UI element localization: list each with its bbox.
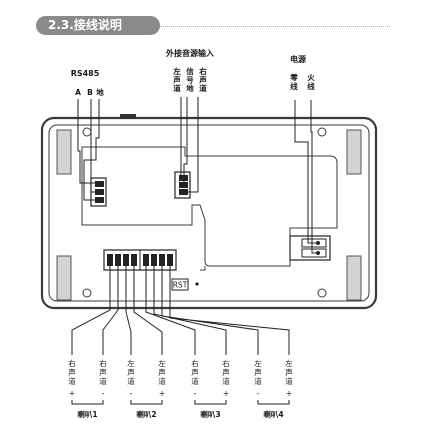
device-body [40, 114, 378, 310]
foot-top-left [56, 129, 72, 175]
speaker-terminal-label: 右声道 [68, 358, 76, 386]
speaker-name: 喇叭3 [200, 409, 220, 419]
external-input-title: 外接音源输入 [166, 48, 214, 58]
speaker-bracket [257, 400, 290, 405]
rs485-pin-a: A [75, 88, 81, 97]
external-input-pin-label: 右声道 [198, 66, 207, 93]
speaker-terminal-sign: - [130, 389, 133, 398]
speaker-terminal-sign: + [159, 389, 165, 398]
speaker-terminal-label: 右声道 [222, 358, 230, 386]
speaker-terminal-label: 左声道 [158, 358, 166, 386]
external-input-pin-label: 左声道 [172, 66, 181, 93]
external-input-pin-label: 信号地 [186, 66, 194, 93]
speaker-bracket [71, 400, 104, 405]
rs485-pin-gnd: 地 [96, 87, 104, 97]
power-pin-label: 零线 [289, 72, 298, 91]
speaker-terminal-sign: - [102, 389, 105, 398]
rs485-title: RS485 [71, 69, 100, 78]
screw-hole-bl [82, 288, 92, 298]
rs485-wires [77, 99, 100, 201]
screw-hole-tl [82, 127, 92, 137]
power-title: 电源 [290, 54, 306, 64]
speaker-labels: 右声道 + 右声道 - 喇叭1 左声道 - 左声道 + 喇叭2 右声道 - 右声道 + 喇叭3 左声道 - 左声道… [68, 358, 293, 419]
banner-dotted-rule [160, 26, 390, 27]
speaker-terminal-sign: + [223, 389, 229, 398]
section-banner [36, 16, 160, 35]
power-pin-label: 火线 [307, 73, 315, 91]
rs485-pin-b: B [87, 88, 93, 97]
external-input-connector [174, 171, 191, 199]
speaker-terminal-block [103, 249, 177, 271]
speaker-bracket [194, 400, 227, 405]
speaker-terminal-sign: - [194, 389, 197, 398]
rs485-connector [90, 177, 107, 207]
foot-bottom-right [346, 255, 362, 301]
reset-button: RST [171, 278, 199, 291]
speaker-name: 喇叭1 [77, 409, 97, 419]
foot-bottom-left [56, 255, 72, 301]
speaker-terminal-label: 左声道 [285, 358, 293, 386]
reset-label: RST [173, 281, 188, 290]
speaker-terminal-sign: + [69, 389, 75, 398]
external-input-wires [180, 97, 199, 193]
section-title: 2.3.接线说明 [48, 18, 122, 32]
screw-hole-br [317, 288, 327, 298]
speaker-terminal-sign: - [257, 389, 260, 398]
power-wires [294, 100, 318, 254]
speaker-terminal-label: 右声道 [191, 358, 199, 386]
speaker-name: 喇叭4 [263, 409, 283, 419]
speaker-terminal-label: 左声道 [254, 358, 262, 386]
speaker-wires [71, 266, 290, 355]
speaker-terminal-label: 左声道 [127, 358, 135, 386]
power-connector [289, 235, 331, 261]
speaker-bracket [130, 400, 163, 405]
top-tab [120, 114, 136, 119]
speaker-terminal-sign: + [286, 389, 292, 398]
speaker-name: 喇叭2 [136, 409, 156, 419]
foot-top-right [346, 129, 362, 175]
screw-hole-tr [317, 127, 327, 137]
speaker-terminal-label: 右声道 [99, 358, 107, 386]
